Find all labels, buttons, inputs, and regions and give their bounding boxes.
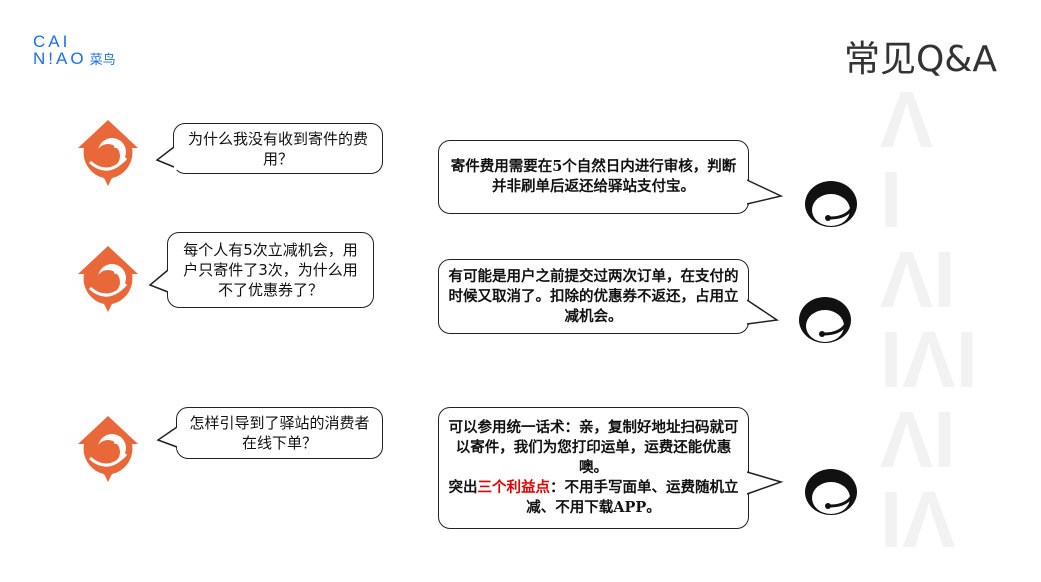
bubble-tail xyxy=(155,146,178,170)
customer-service-icon xyxy=(805,469,857,515)
answer-bubble: 可以参用统一话术：亲，复制好地址扫码就可以寄件，我们为您打印运单，运费还能优惠噢… xyxy=(438,407,749,529)
answer-bubble: 寄件费用需要在5个自然日内进行审核，判断并非刷单后返还给驿站支付宝。 xyxy=(438,140,749,214)
answer-text-part1: 可以参用统一话术：亲，复制好地址扫码就可以寄件，我们为您打印运单，运费还能优惠噢… xyxy=(448,419,739,476)
bird-icon xyxy=(78,246,138,312)
answer-text-part2: 突出 xyxy=(448,479,478,496)
bubble-tail xyxy=(743,471,784,496)
answer-highlight: 三个利益点 xyxy=(477,479,551,496)
question-text: 怎样引导到了驿站的消费者在线下单？ xyxy=(189,414,370,452)
customer-service-icon xyxy=(805,181,857,227)
question-text: 每个人有5次立减机会，用户只寄件了3次，为什么用不了优惠券了？ xyxy=(183,241,358,299)
logo-cn: 菜鸟 xyxy=(89,52,116,67)
bird-icon xyxy=(78,416,138,482)
bubble-tail xyxy=(156,426,181,450)
answer-bubble: 有可能是用户之前提交过两次订单，在支付的时候又取消了。扣除的优惠券不返还，占用立… xyxy=(438,259,749,334)
answer-text-part3: ：不用手写面单、运费随机立减、不用下载APP。 xyxy=(526,479,739,516)
question-text: 为什么我没有收到寄件的费用？ xyxy=(187,129,368,168)
logo-line2: N!AO xyxy=(33,49,87,68)
customer-service-icon xyxy=(799,297,851,343)
bubble-tail xyxy=(743,179,784,206)
page-title: 常见Q&A xyxy=(843,39,997,80)
answer-text: 可以参用统一话术：亲，复制好地址扫码就可以寄件，我们为您打印运单，运费还能优惠噢… xyxy=(447,418,740,518)
question-bubble: 为什么我没有收到寄件的费用？ xyxy=(173,123,383,174)
bubble-tail xyxy=(148,269,172,295)
question-bubble: 怎样引导到了驿站的消费者在线下单？ xyxy=(176,407,383,459)
answer-text: 寄件费用需要在5个自然日内进行审核，判断并非刷单后返还给驿站支付宝。 xyxy=(450,158,737,195)
bird-icon xyxy=(78,120,138,186)
question-bubble: 每个人有5次立减机会，用户只寄件了3次，为什么用不了优惠券了？ xyxy=(167,232,374,308)
answer-text: 有可能是用户之前提交过两次订单，在支付的时候又取消了。扣除的优惠券不返还，占用立… xyxy=(448,267,739,325)
logo-line1: CAI xyxy=(33,32,71,51)
bubble-tail xyxy=(743,299,780,326)
